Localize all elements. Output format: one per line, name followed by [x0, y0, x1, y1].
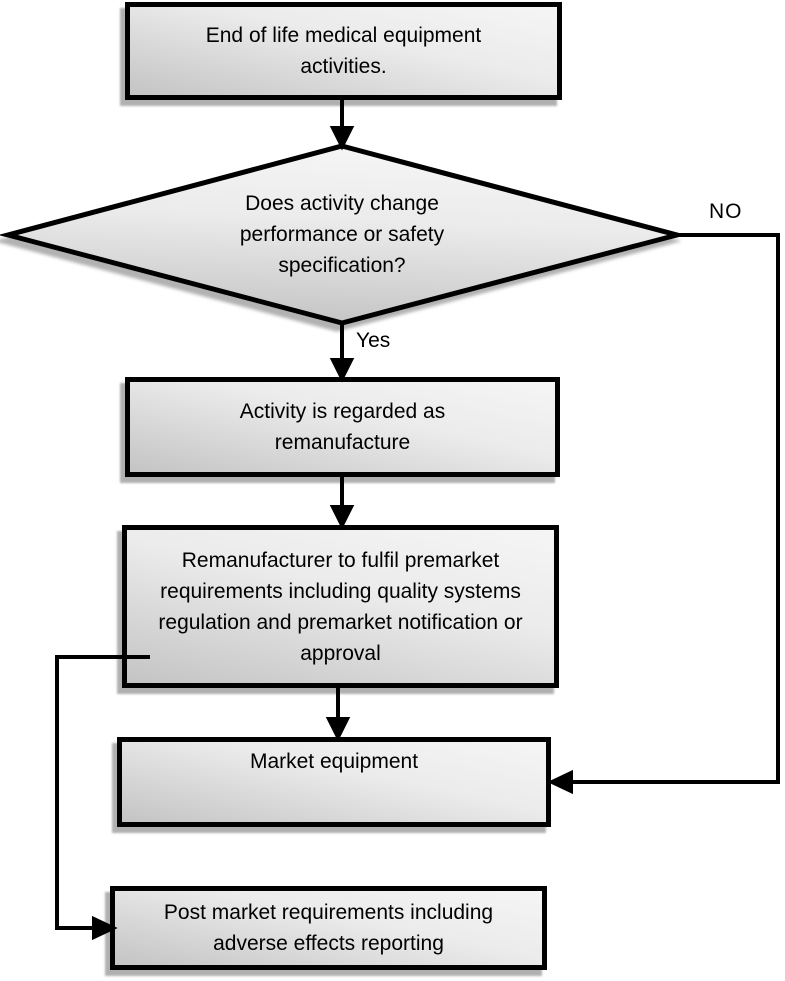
- arrowhead-down-icon: [329, 126, 355, 151]
- node-premarket-requirements: Remanufacturer to fulfil premarket requi…: [122, 525, 559, 688]
- node-label: Activity is regarded as remanufacture: [239, 400, 446, 454]
- branch-label-yes: Yes: [356, 329, 391, 352]
- node-market-equipment: Market equipment: [117, 737, 551, 827]
- arrowhead-down-icon: [329, 505, 355, 530]
- node-label: Does activity change performance or safe…: [239, 191, 445, 277]
- node-post-market-requirements: Post market requirements including adver…: [110, 886, 547, 970]
- arrowhead-left-icon: [547, 769, 573, 795]
- node-label: Post market requirements including adver…: [163, 901, 494, 955]
- arrowhead-down-icon: [325, 717, 351, 742]
- no-branch-line: [570, 233, 780, 784]
- node-regarded-as-remanufacture: Activity is regarded as remanufacture: [125, 377, 560, 477]
- node-label: Remanufacturer to fulfil premarket requi…: [158, 548, 523, 665]
- arrowhead-down-icon: [329, 358, 355, 383]
- node-label: Market equipment: [249, 750, 419, 773]
- branch-label-no: NO: [709, 200, 743, 223]
- node-decision: Does activity change performance or safe…: [202, 172, 482, 296]
- node-end-of-life-activities: End of life medical equipment activities…: [125, 2, 562, 100]
- node-label: End of life medical equipment activities…: [205, 24, 482, 78]
